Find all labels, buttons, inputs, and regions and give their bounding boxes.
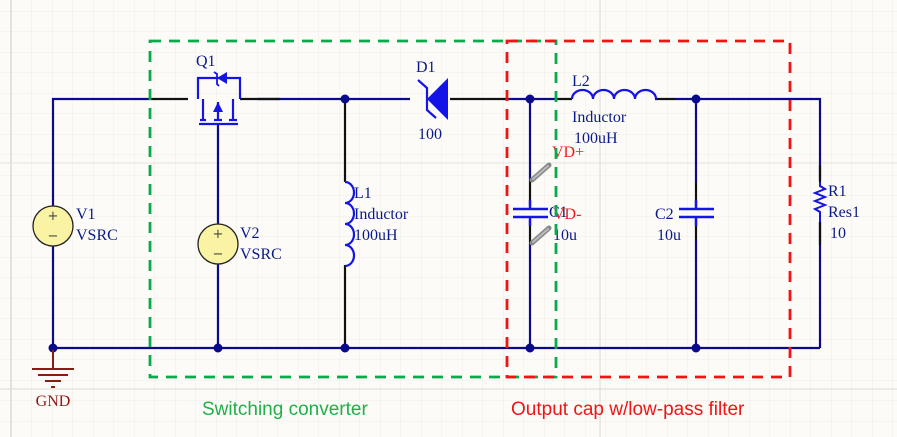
wire-c2-to-r1[interactable]	[675, 97, 822, 180]
l2-value: 100uH	[574, 130, 618, 147]
c1-value: 10u	[553, 227, 577, 244]
l2-type: Inductor	[572, 109, 627, 126]
inductor-icon	[344, 180, 356, 268]
d1-value: 100	[418, 126, 442, 143]
vd-plus-label: VD+	[552, 144, 584, 161]
component-r1[interactable]: R1 Res1 10	[812, 182, 860, 242]
junction-dot	[525, 343, 535, 353]
q1-designator: Q1	[196, 53, 216, 70]
v2-type: VSRC	[240, 246, 282, 263]
minus-sign: −	[213, 247, 224, 262]
c1-designator: C1	[549, 204, 568, 221]
c2-designator: C2	[655, 206, 674, 223]
probe-icon	[529, 162, 552, 183]
component-v1[interactable]: + − V1 VSRC	[32, 205, 118, 247]
plus-sign: +	[213, 227, 224, 242]
region-caption-switching: Switching converter	[202, 399, 368, 420]
r1-type: Res1	[828, 204, 860, 221]
component-l2[interactable]: L2 Inductor 100uH	[570, 73, 658, 147]
l2-designator: L2	[572, 73, 590, 90]
plus-sign: +	[48, 209, 59, 224]
diode-icon	[417, 78, 448, 120]
component-c1[interactable]: C1 10u	[513, 200, 577, 244]
r1-value: 10	[830, 225, 846, 242]
junctions	[48, 94, 701, 353]
component-c2[interactable]: C2 10u	[655, 200, 714, 244]
region-output-filter[interactable]	[505, 39, 792, 379]
component-l1[interactable]: L1 Inductor 100uH	[344, 180, 409, 268]
ground-icon	[32, 350, 74, 388]
junction-dot	[48, 343, 58, 353]
v1-designator: V1	[76, 206, 96, 223]
junction-dot	[340, 94, 350, 104]
component-v2[interactable]: + − V2 VSRC	[197, 223, 282, 265]
voltage-source-icon	[32, 205, 74, 247]
probe-vd-minus[interactable]: VD-	[529, 206, 581, 246]
l1-type: Inductor	[354, 206, 409, 223]
v2-designator: V2	[240, 225, 260, 242]
junction-dot	[525, 94, 535, 104]
l1-designator: L1	[354, 185, 372, 202]
resistor-icon	[812, 182, 828, 222]
region-caption-output: Output cap w/low-pass filter	[511, 399, 745, 420]
junction-dot	[213, 343, 223, 353]
mosfet-icon	[196, 71, 242, 126]
ground-symbol[interactable]: GND	[32, 350, 74, 410]
c2-value: 10u	[657, 227, 681, 244]
junction-dot	[691, 94, 701, 104]
inductor-icon	[570, 88, 658, 100]
capacitor-icon	[513, 200, 548, 226]
r1-designator: R1	[828, 183, 847, 200]
gnd-label: GND	[36, 393, 71, 410]
component-d1[interactable]: D1 100	[416, 59, 448, 143]
d1-designator: D1	[416, 59, 436, 76]
minus-sign: −	[48, 229, 59, 244]
capacitor-icon	[679, 200, 714, 226]
probe-vd-plus[interactable]: VD+	[529, 144, 584, 183]
wire-v1-top[interactable]	[51, 97, 150, 207]
junction-dot	[691, 343, 701, 353]
component-q1[interactable]: Q1	[196, 53, 242, 126]
l1-value: 100uH	[354, 227, 398, 244]
v1-type: VSRC	[76, 227, 118, 244]
junction-dot	[340, 343, 350, 353]
region-switching-converter[interactable]	[148, 39, 558, 379]
voltage-source-icon	[197, 223, 239, 265]
probe-icon	[529, 225, 552, 246]
vd-minus-label: VD-	[553, 206, 581, 223]
